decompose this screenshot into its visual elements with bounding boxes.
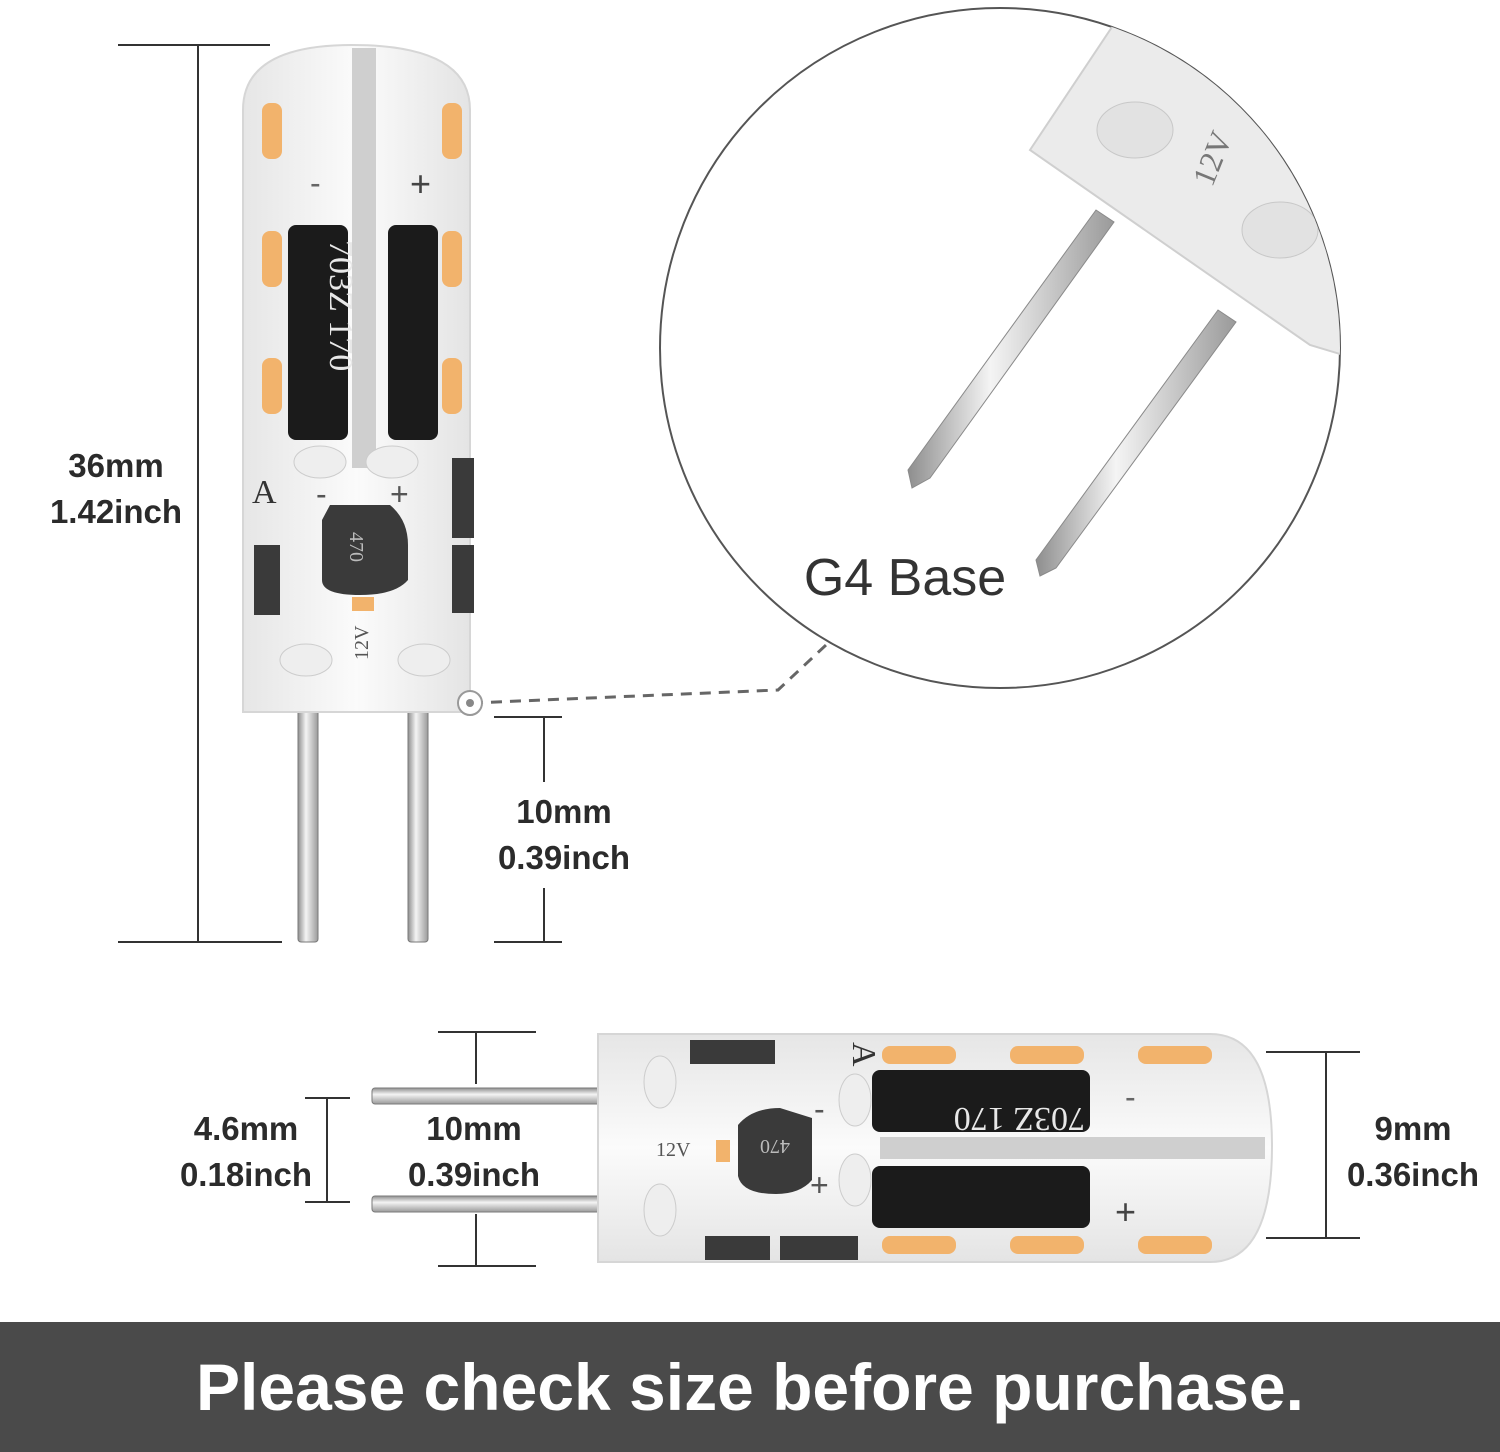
bulb-center-stripe	[352, 48, 376, 468]
bulb-inductor	[738, 1108, 812, 1194]
zoom-leader-dot-center	[466, 699, 474, 707]
bulb-resistor	[452, 545, 474, 613]
bulb-bump	[293, 445, 347, 479]
bulb-pin-top	[371, 1087, 613, 1105]
bulb-minus-mark: -	[310, 165, 321, 201]
bulb-bump	[365, 445, 419, 479]
dim-label-diameter: 9mm 0.36inch	[1330, 1106, 1496, 1198]
dim-hpin-mm: 10mm	[426, 1110, 522, 1147]
bulb-voltage-mark: 12V	[351, 625, 373, 660]
bulb-bump	[838, 1073, 872, 1127]
bulb-minus-mark: -	[1125, 1079, 1136, 1115]
led-chip	[1138, 1046, 1212, 1064]
bulb-pin-bottom	[371, 1195, 613, 1213]
bulb-pin-right	[407, 699, 429, 943]
dim-label-pin-spacing: 4.6mm 0.18inch	[164, 1106, 328, 1198]
zoom-detail: 12V	[457, 7, 1341, 716]
dimension-lines	[118, 44, 1360, 1267]
dim-label-total-length: 36mm 1.42inch	[30, 443, 202, 535]
led-chip	[882, 1046, 956, 1064]
zoom-caption: G4 Base	[803, 549, 1007, 607]
dim-pin-mm: 10mm	[516, 793, 612, 830]
zoom-base-bump	[1241, 201, 1319, 259]
bulb-letter-mark: A	[845, 1042, 882, 1067]
inductor-code-text: 470	[760, 1135, 790, 1157]
bulb-capacitor	[872, 1070, 1090, 1132]
bulb-resistor	[452, 458, 474, 538]
dim-total-inch: 1.42inch	[49, 493, 183, 530]
dim-pin-inch: 0.39inch	[497, 839, 631, 876]
zoom-leader-line	[471, 643, 828, 705]
led-chip	[1010, 1236, 1084, 1254]
led-chip	[442, 358, 462, 414]
dim-label-hpin-length: 10mm 0.39inch	[388, 1106, 560, 1198]
led-chip	[442, 103, 462, 159]
inductor-code-text: 470	[345, 532, 367, 562]
led-chip	[442, 231, 462, 287]
dim-label-pin-length: 10mm 0.39inch	[478, 789, 650, 881]
led-chip	[262, 358, 282, 414]
zoom-pin	[907, 209, 1115, 489]
led-chip	[1138, 1236, 1212, 1254]
bulb-plus-mark: +	[810, 1167, 829, 1203]
zoom-pin	[1035, 309, 1237, 577]
zoom-base-bump	[1096, 101, 1174, 159]
bulb-orange-dot	[716, 1140, 730, 1162]
bulb-resistor	[690, 1040, 775, 1064]
bulb-resistor	[254, 545, 280, 615]
dim-hpin-inch: 0.39inch	[407, 1156, 541, 1193]
led-chip	[262, 231, 282, 287]
bulb-capacitor	[388, 225, 438, 440]
bulb-capacitor	[872, 1166, 1090, 1228]
bulb-pin-left	[297, 699, 319, 943]
footer-text: Please check size before purchase.	[196, 1350, 1304, 1424]
bulb-bump	[643, 1183, 677, 1237]
bulb-bump	[397, 643, 451, 677]
dim-total-mm: 36mm	[68, 447, 164, 484]
bulb-plus-mark: +	[1115, 1191, 1136, 1232]
dim-diameter-inch: 0.36inch	[1346, 1156, 1480, 1193]
bulb-resistor	[780, 1236, 858, 1260]
bulb-bump	[643, 1055, 677, 1109]
led-chip	[882, 1236, 956, 1254]
bulb-bump	[838, 1153, 872, 1207]
bulb-center-stripe	[880, 1137, 1265, 1159]
bulb-capacitor	[288, 225, 348, 440]
vertical-bulb: 703Z 170 470 A + - - + 12V	[242, 43, 474, 943]
chip-code-text: 703Z 170	[954, 1100, 1085, 1137]
led-chip	[1010, 1046, 1084, 1064]
bulb-letter-mark: A	[252, 474, 277, 511]
bulb-resistor	[705, 1236, 770, 1260]
chip-code-text: 703Z 170	[322, 240, 359, 371]
bulb-plus-mark: +	[390, 476, 409, 512]
bulb-minus-mark: -	[316, 476, 327, 512]
dim-diameter-mm: 9mm	[1374, 1110, 1452, 1147]
footer-banner: Please check size before purchase.	[0, 1322, 1500, 1452]
bulb-orange-dot	[352, 597, 374, 611]
dim-spacing-mm: 4.6mm	[193, 1110, 299, 1147]
bulb-plus-mark: +	[410, 163, 431, 204]
bulb-minus-mark: -	[814, 1091, 825, 1127]
led-chip	[262, 103, 282, 159]
bulb-inductor	[322, 505, 408, 595]
horizontal-bulb: 703Z 170 470 A + - - + 12V	[371, 1033, 1274, 1263]
dim-spacing-inch: 0.18inch	[179, 1156, 313, 1193]
bulb-bump	[279, 643, 333, 677]
bulb-voltage-mark: 12V	[656, 1139, 691, 1161]
